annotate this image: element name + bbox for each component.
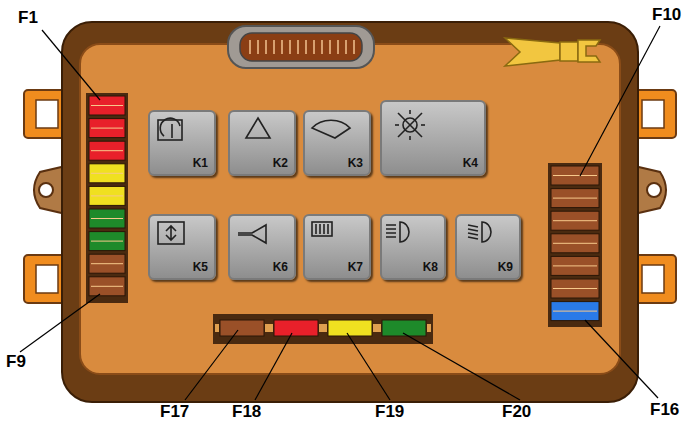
relay: K2: [228, 110, 296, 176]
relay-label: K6: [273, 260, 288, 274]
relay-label: K7: [348, 260, 363, 274]
relay-label: K1: [193, 156, 208, 170]
callout-number: F1: [18, 8, 38, 28]
callout-number: F20: [502, 402, 531, 422]
callout-number: F19: [375, 402, 404, 422]
relay-label: K3: [348, 156, 363, 170]
relay-label: K9: [498, 260, 513, 274]
relay: K3: [303, 110, 371, 176]
relay-label: K2: [273, 156, 288, 170]
relay-label: K8: [423, 260, 438, 274]
relay-label: K5: [193, 260, 208, 274]
relay: K5: [148, 214, 216, 280]
relay: K9: [455, 214, 521, 280]
relay: K4: [380, 100, 486, 176]
relay: K8: [380, 214, 446, 280]
callout-number: F16: [650, 400, 679, 420]
relay: K7: [303, 214, 371, 280]
callout-number: F17: [160, 402, 189, 422]
relay: K6: [228, 214, 296, 280]
callout-number: F18: [232, 402, 261, 422]
callout-number: F9: [6, 352, 26, 372]
relay-label: K4: [463, 156, 478, 170]
relay: K1: [148, 110, 216, 176]
callout-number: F10: [652, 5, 681, 25]
